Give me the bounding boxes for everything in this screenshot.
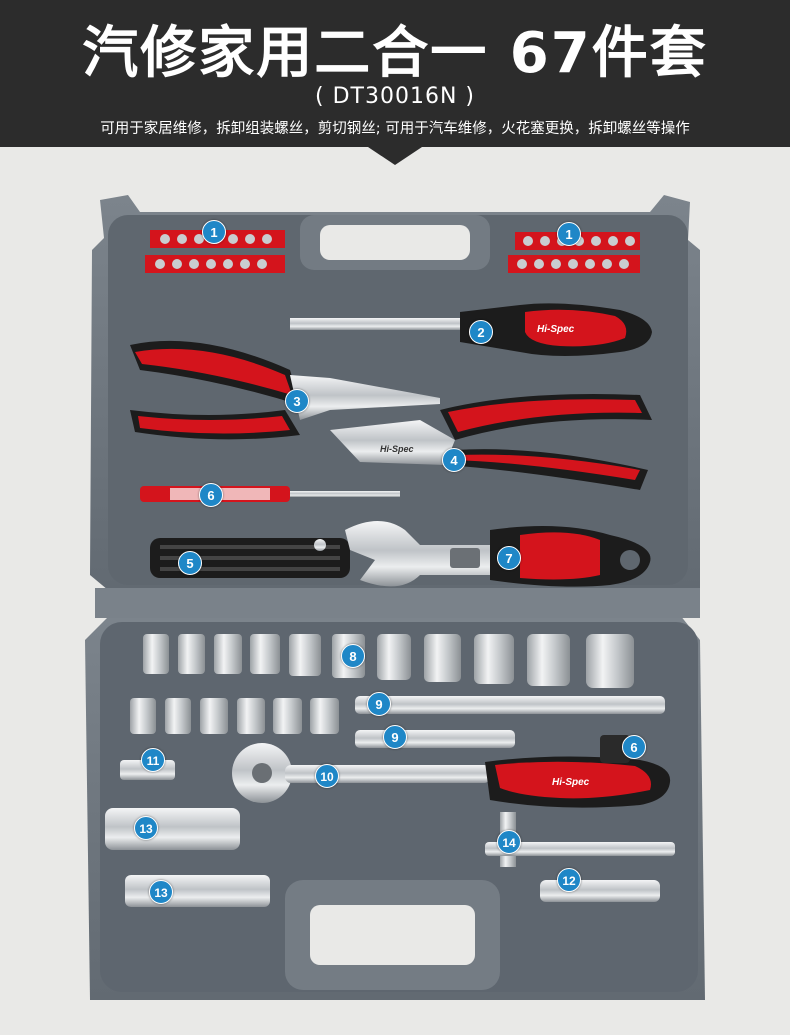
callout-bits-left: 1 xyxy=(202,220,226,244)
callout-bits-right: 1 xyxy=(557,222,581,246)
toolkit-photo: Hi-Spec Hi-Spec xyxy=(85,195,705,1000)
callout-adapter: 11 xyxy=(141,748,165,772)
sockets-small xyxy=(130,698,339,734)
ratchet-logo: Hi-Spec xyxy=(552,777,590,788)
page-title: 汽修家用二合一 67件套 xyxy=(82,21,708,86)
callout-wrench: 7 xyxy=(497,546,521,570)
callout-combination-pliers: 4 xyxy=(442,448,466,472)
callout-spark-plug-long: 13 xyxy=(134,816,158,840)
callout-universal-joint: 12 xyxy=(557,868,581,892)
screwdriver-logo: Hi-Spec xyxy=(537,324,575,335)
adjustable-wrench xyxy=(345,521,651,587)
pliers-logo: Hi-Spec xyxy=(380,444,414,454)
screwdriver: Hi-Spec xyxy=(290,303,652,356)
banner-notch xyxy=(365,145,425,165)
callout-voltage-tester: 6 xyxy=(199,483,223,507)
callout-extension-long: 9 xyxy=(367,692,391,716)
callout-screwdriver: 2 xyxy=(469,320,493,344)
callout-bit-holder: 6 xyxy=(622,735,646,759)
callout-sockets: 8 xyxy=(341,644,365,668)
callout-t-bar: 14 xyxy=(497,830,521,854)
header-banner xyxy=(0,0,790,147)
model-number: ( DT30016N ) xyxy=(315,84,475,109)
callout-long-nose-pliers: 3 xyxy=(285,389,309,413)
combination-pliers: Hi-Spec xyxy=(330,394,652,490)
callout-hex-keys: 5 xyxy=(178,551,202,575)
subtitle: 可用于家居维修，拆卸组装螺丝，剪切钢丝; 可用于汽车维修，火花塞更换，拆卸螺丝等… xyxy=(100,121,690,137)
callout-ratchet: 10 xyxy=(315,764,339,788)
long-nose-pliers xyxy=(130,340,440,440)
callout-spark-plug-short: 13 xyxy=(149,880,173,904)
callout-extension-short: 9 xyxy=(383,725,407,749)
